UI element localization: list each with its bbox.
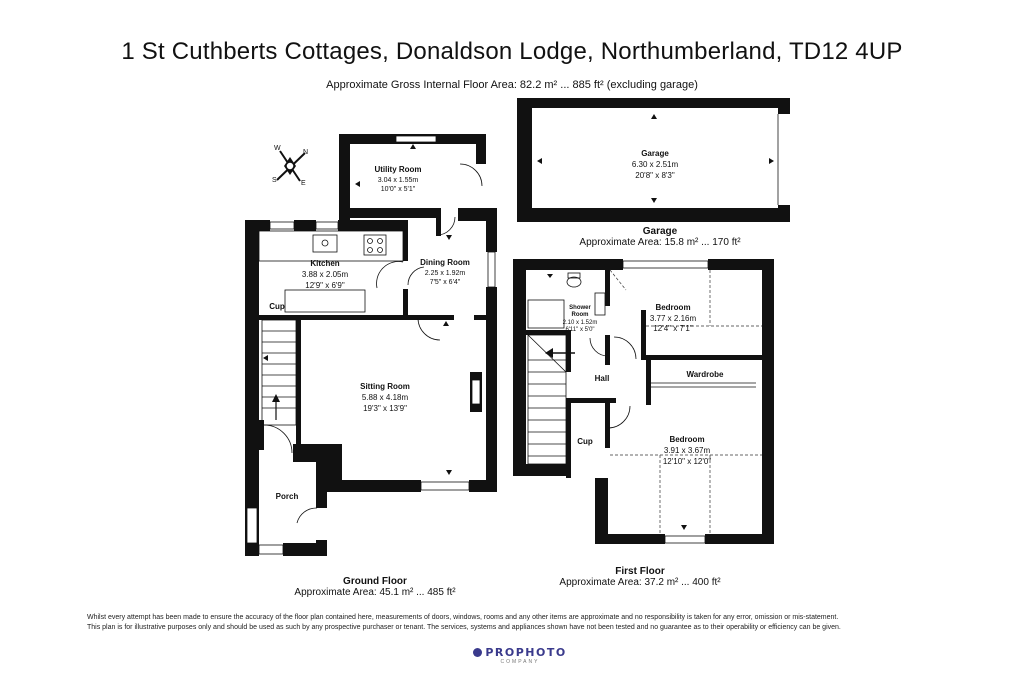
hall-name: Hall	[595, 374, 610, 383]
utility-room-imperial: 10'0" x 5'1"	[381, 186, 416, 193]
garage-plan	[517, 98, 790, 222]
garage-room-imperial: 20'8" x 8'3"	[635, 171, 675, 180]
logo-sub: COMPANY	[500, 659, 540, 665]
kitchen-imperial: 12'9" x 6'9"	[305, 281, 345, 290]
first-floor-dashed-lines	[609, 269, 762, 534]
ground-floor-caption: Ground Floor Approximate Area: 45.1 m² .…	[270, 576, 480, 598]
garage-caption: Garage Approximate Area: 15.8 m² ... 170…	[555, 226, 765, 248]
kitchen-name: Kitchen	[310, 259, 339, 268]
bedroom1-name: Bedroom	[655, 303, 690, 312]
disclaimer-line1: Whilst every attempt has been made to en…	[87, 614, 839, 621]
shower-room-metric: 2.10 x 1.52m	[563, 320, 598, 326]
shower-room-name-line1: Shower	[569, 305, 591, 311]
ground-floor-arrows	[263, 144, 452, 475]
disclaimer-line2: This plan is for illustrative purposes o…	[87, 624, 841, 631]
bedroom2-name: Bedroom	[669, 435, 704, 444]
porch-name: Porch	[276, 492, 299, 501]
gross-area-subtitle: Approximate Gross Internal Floor Area: 8…	[326, 79, 698, 91]
first-floor-arrows	[545, 274, 687, 530]
compass-n: N	[303, 149, 308, 156]
wardrobe-name: Wardrobe	[686, 370, 724, 379]
bedroom2-imperial: 12'10" x 12'0"	[663, 457, 711, 466]
utility-room-name: Utility Room	[374, 165, 421, 174]
first-cup-name: Cup	[577, 437, 593, 446]
first-floor-openings	[622, 260, 709, 544]
compass-e: E	[301, 180, 306, 187]
first-floor-fixtures	[527, 272, 756, 465]
camera-icon	[473, 648, 483, 657]
compass-w: W	[274, 145, 281, 152]
shower-room-name-line2: Room	[572, 312, 589, 318]
ground-floor-caption-area: Approximate Area: 45.1 m² ... 485 ft²	[294, 587, 456, 598]
bedroom1-metric: 3.77 x 2.16m	[650, 314, 697, 323]
garage-room-name: Garage	[641, 149, 669, 158]
compass-icon	[276, 150, 306, 182]
dining-room-name: Dining Room	[420, 258, 470, 267]
plan-title: 1 St Cuthberts Cottages, Donaldson Lodge…	[121, 38, 903, 65]
ground-floor-plan	[245, 134, 497, 556]
kitchen-metric: 3.88 x 2.05m	[302, 270, 349, 279]
garage-caption-area: Approximate Area: 15.8 m² ... 170 ft²	[579, 237, 741, 248]
sitting-room-name: Sitting Room	[360, 382, 410, 391]
company-logo: PROPHOTO COMPANY	[470, 646, 570, 665]
first-floor-plan	[513, 259, 774, 544]
disclaimer: Whilst every attempt has been made to en…	[87, 613, 957, 633]
garage-room-metric: 6.30 x 2.51m	[632, 160, 679, 169]
first-floor-caption-title: First Floor	[615, 566, 665, 577]
garage-caption-title: Garage	[642, 226, 678, 237]
logo-name: PROPHOTO	[485, 646, 567, 659]
bedroom1-imperial: 12'4" x 7'1"	[653, 324, 693, 333]
dining-room-imperial: 7'5" x 6'4"	[430, 279, 461, 286]
bedroom2-metric: 3.91 x 3.67m	[664, 446, 711, 455]
first-floor-caption: First Floor Approximate Area: 37.2 m² ..…	[540, 566, 740, 588]
ground-floor-fixtures	[258, 163, 483, 524]
ground-floor-openings	[246, 135, 496, 555]
compass-s: S	[272, 177, 277, 184]
sitting-room-metric: 5.88 x 4.18m	[362, 393, 409, 402]
sitting-room-imperial: 19'3" x 13'9"	[363, 404, 407, 413]
utility-room-metric: 3.04 x 1.55m	[378, 177, 419, 184]
ground-cup-name: Cup	[269, 302, 285, 311]
first-floor-caption-area: Approximate Area: 37.2 m² ... 400 ft²	[559, 577, 721, 588]
dining-room-metric: 2.25 x 1.92m	[425, 270, 466, 277]
ground-floor-caption-title: Ground Floor	[343, 576, 407, 587]
shower-room-imperial: 6'11" x 5'0"	[565, 327, 594, 333]
